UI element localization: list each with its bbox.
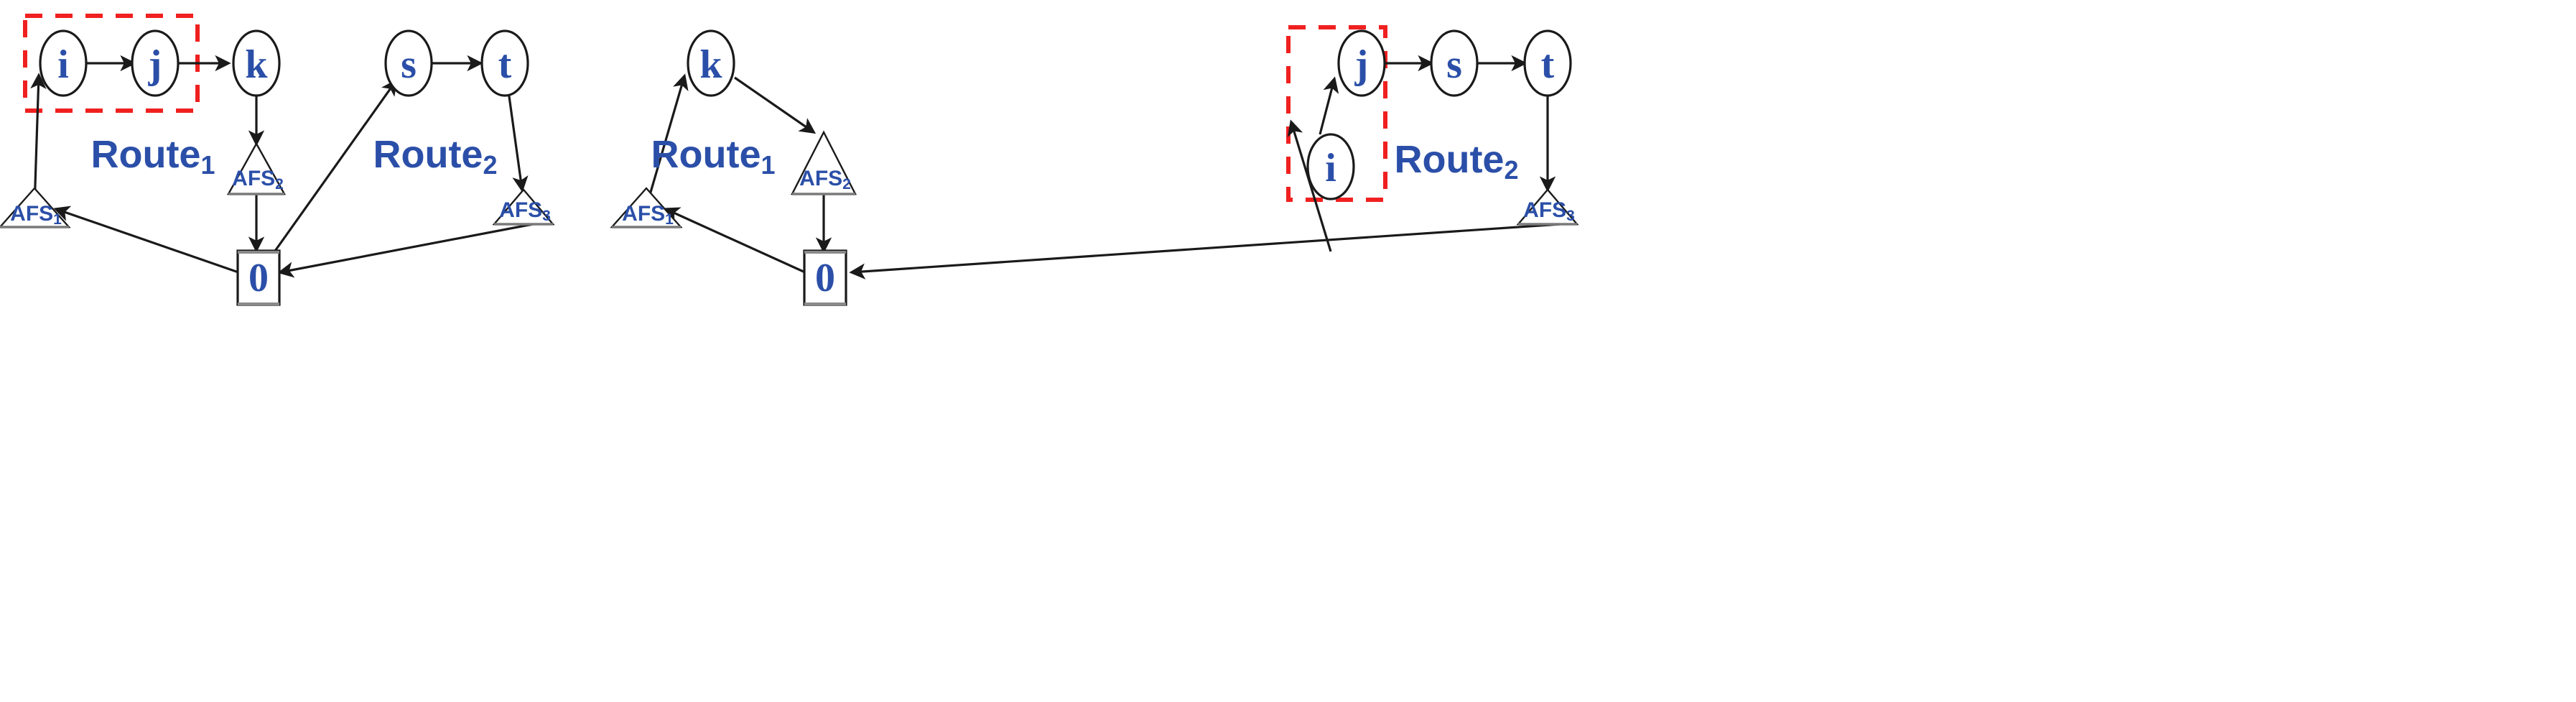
node-i-left[interactable]: i: [39, 29, 88, 97]
edge-afs3-to-depot: [277, 223, 534, 278]
depot-node-right-label: 0: [815, 256, 835, 300]
station-afs1-left-label: AFS1: [10, 202, 62, 228]
edge-afs3-to-depot-right: [849, 223, 1561, 280]
depot-node-left[interactable]: 0: [236, 249, 281, 306]
highlight-box-right: [1286, 25, 1387, 202]
panel-right: k i j s t AFS1: [610, 25, 1579, 306]
node-k-right[interactable]: k: [687, 29, 735, 97]
station-afs1-left[interactable]: AFS1: [0, 187, 71, 228]
edge-depot-to-afs1: [53, 205, 239, 274]
node-k-right-label: k: [699, 42, 722, 87]
station-afs2-right-label: AFS2: [799, 167, 851, 193]
node-i-right-label: i: [1325, 146, 1336, 190]
edge-i-to-j-right: [1319, 76, 1339, 135]
depot-node-right[interactable]: 0: [803, 249, 847, 306]
station-afs2-left-label: AFS2: [232, 167, 284, 193]
route-1-label-left: Route1: [90, 133, 215, 180]
edge-depot-to-afs1-right: [663, 207, 806, 274]
panel-left: i j k s t AFS1: [0, 14, 555, 306]
station-afs3-left-label: AFS3: [499, 198, 551, 224]
station-afs3-right-label: AFS3: [1523, 198, 1575, 224]
station-afs1-right[interactable]: AFS1: [610, 187, 683, 228]
edge-afs1-to-k-right: [645, 73, 689, 208]
station-afs3-right[interactable]: AFS3: [1516, 188, 1579, 226]
station-afs3-left[interactable]: AFS3: [492, 188, 555, 226]
node-t-left-label: t: [498, 42, 512, 87]
node-s-left-label: s: [401, 42, 417, 87]
node-j-left[interactable]: j: [131, 29, 180, 97]
node-j-left-label: j: [148, 42, 162, 87]
node-t-right-label: t: [1541, 42, 1555, 87]
node-j-right[interactable]: j: [1337, 29, 1386, 97]
node-k-left[interactable]: k: [232, 29, 281, 97]
edge-depot-to-i-right: [1287, 119, 1332, 252]
station-afs2-right[interactable]: AFS2: [791, 130, 857, 195]
node-i-left-label: i: [57, 42, 69, 87]
node-k-left-label: k: [245, 42, 268, 87]
node-t-left[interactable]: t: [480, 29, 529, 97]
edge-depot-to-s: [272, 78, 398, 254]
edge-afs1-to-i: [30, 73, 47, 208]
node-s-right-label: s: [1446, 42, 1462, 87]
node-t-right[interactable]: t: [1523, 29, 1572, 97]
node-i-right[interactable]: i: [1306, 133, 1355, 200]
node-s-right[interactable]: s: [1430, 29, 1479, 97]
station-afs1-right-label: AFS1: [622, 202, 674, 228]
route-2-label-left: Route2: [373, 133, 497, 180]
node-s-left[interactable]: s: [384, 29, 433, 97]
station-afs2-left[interactable]: AFS2: [226, 142, 287, 195]
route-2-label-right: Route2: [1394, 138, 1518, 185]
depot-node-left-label: 0: [248, 256, 269, 300]
edge-k-to-afs2-right: [734, 76, 817, 134]
edge-t-to-afs3: [507, 91, 529, 193]
route-1-label-right: Route1: [651, 133, 775, 180]
node-j-right-label: j: [1354, 42, 1369, 87]
